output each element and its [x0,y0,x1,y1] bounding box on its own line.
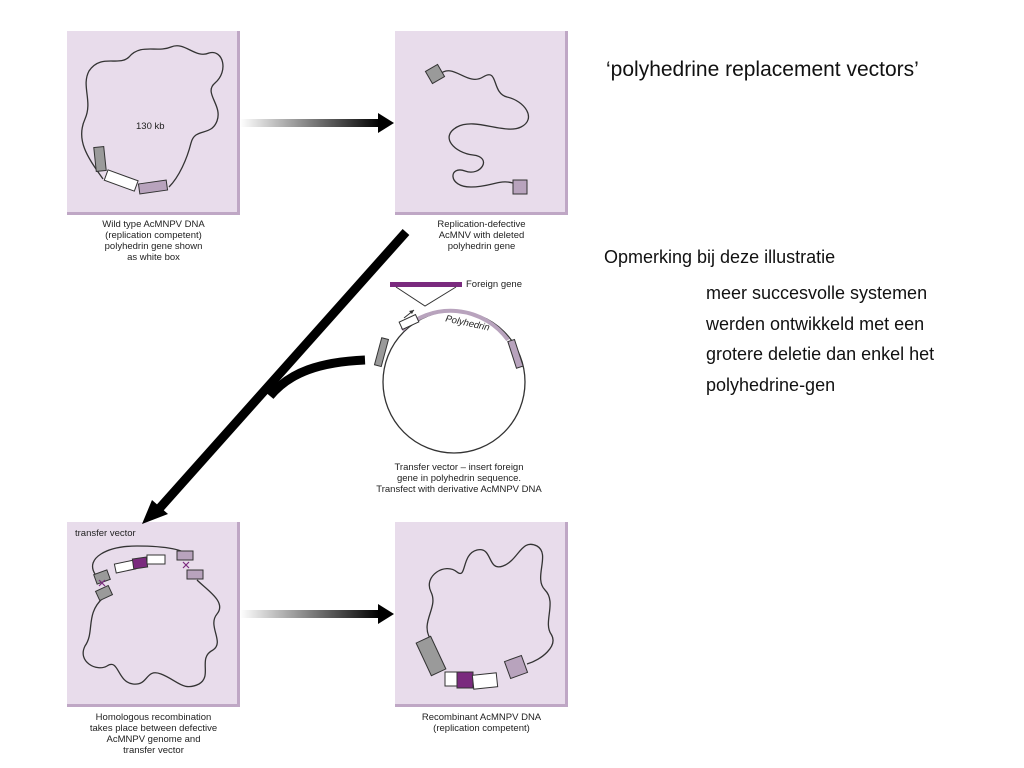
wild-type-dna-loop [80,45,224,188]
left-flank-segment [424,63,446,85]
promoter-arrow [403,309,415,319]
deleted-dna-strand [438,70,529,188]
foreign-gene-bar [390,282,462,287]
polyhedrin-label: Polyhedrin [444,313,491,334]
deleted-caption: Replication-defective AcMNV with deleted… [437,219,526,252]
recombinant-caption: Recombinant AcMNPV DNA (replication comp… [421,712,542,734]
transfer-left-flank [93,569,111,585]
foreign-gene-label: Foreign gene [466,279,522,290]
right-flank-segment [507,338,524,369]
left-flank-segment [415,635,447,677]
insert-site-box [398,313,420,331]
diagonal-arrow-head [142,500,168,524]
recombinant-panel [395,522,568,707]
note-line: polyhedrine-gen [706,374,836,395]
note-line: meer succesvolle systemen [706,283,928,303]
note-body: meer succesvolle systemen werden ontwikk… [706,278,934,400]
transfer-plasmid [382,310,526,454]
recombination-panel: transfer vector [67,522,240,707]
wild-type-panel: 130 kb [67,31,240,215]
genome-left-flank [94,584,114,602]
polyhedrin-gene-box [103,169,139,192]
transfer-foreign-gene [131,556,149,570]
wild-type-genome-diagram [80,45,224,195]
left-flank-segment [373,337,390,368]
right-flank-segment [512,179,528,195]
recombinant-foreign-gene [456,671,474,689]
right-flank-segment [503,654,529,680]
transfer-right-flank [176,550,194,561]
recombination-caption: Homologous recombination takes place bet… [89,712,218,756]
recombinant-genome-diagram [415,543,554,690]
foreign-gene-insert-lines [395,286,457,307]
genome-size-label: 130 kb [136,121,165,132]
wild-type-caption: Wild type AcMNPV DNA (replication compet… [102,219,205,263]
recombination-diagram [82,545,221,688]
polyhedrin-box-right [471,672,499,690]
top-arrow-head [378,113,394,133]
genome-right-flank [186,569,204,580]
top-arrow-shaft [240,119,380,127]
left-flank-segment [93,145,107,173]
note-heading: Opmerking bij deze illustratie [604,247,836,267]
promoter-arrow-head [409,310,414,314]
note-line: grotere deletie dan enkel het [706,344,935,364]
bottom-arrow-shaft [240,610,380,618]
crossover-mark-right [182,561,190,569]
note-line: werden ontwikkeld met een [706,313,925,334]
right-flank-segment [137,179,169,195]
transfer-polyhedrin-box-2 [146,554,166,565]
transfer-vector-label: transfer vector [75,528,136,539]
deleted-genome-diagram [424,63,529,195]
defective-genome-loop [82,579,221,688]
slide-title: ‘polyhedrine replacement vectors’ [606,58,919,81]
bottom-arrow-head [378,604,394,624]
crossover-mark-left [98,579,106,587]
transfer-caption: Transfer vector – insert foreign gene in… [376,462,542,495]
merge-curve [266,355,366,399]
recombinant-dna-loop [426,543,554,665]
deleted-panel [395,31,568,215]
